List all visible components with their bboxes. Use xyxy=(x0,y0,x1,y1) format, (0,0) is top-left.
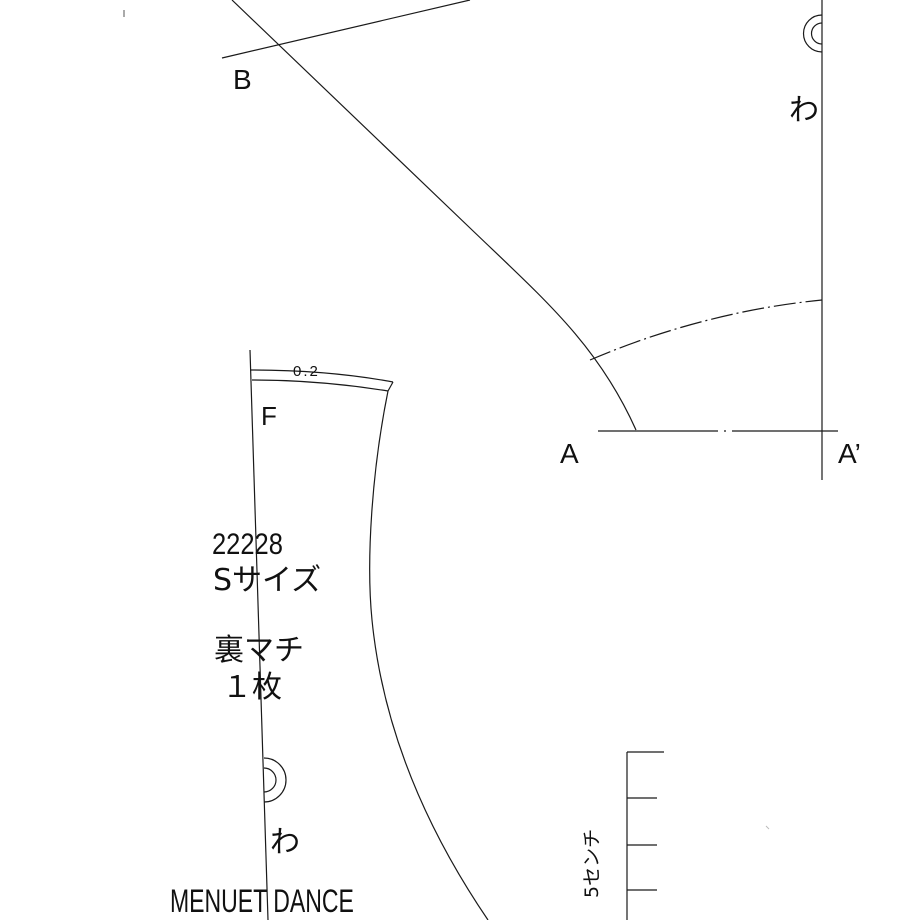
allowance-label: 0.2 xyxy=(293,363,320,380)
speck-mark-2 xyxy=(765,825,770,830)
scale-ruler xyxy=(626,751,664,920)
point-a-label: A xyxy=(560,438,579,469)
size-label: Sサイズ xyxy=(213,563,321,598)
fold-edge-left xyxy=(249,349,269,920)
gusset-curve-edge xyxy=(369,390,489,920)
fold-mark-bottom-label: わ xyxy=(270,825,300,860)
dashed-curve-line xyxy=(589,299,823,361)
fold-symbol-top-icon xyxy=(802,14,823,53)
brand-label: MENUET DANCE xyxy=(170,883,354,919)
line-b xyxy=(221,0,471,59)
piece-name: 裏マチ xyxy=(214,633,304,668)
diagonal-cut-line xyxy=(231,0,637,431)
fold-symbol-bottom-icon xyxy=(263,757,287,803)
pattern-number: 22228 xyxy=(212,527,283,560)
scale-label: 5センチ xyxy=(581,829,603,898)
top-edge-corner xyxy=(387,381,394,392)
top-edge-inner xyxy=(251,379,389,392)
point-a-prime-label: A’ xyxy=(838,438,861,469)
top-edge-outer xyxy=(249,369,394,383)
piece-count: １枚 xyxy=(222,670,282,705)
point-f-label: F xyxy=(261,401,277,431)
fold-mark-top-label: わ xyxy=(789,93,819,128)
point-b-label: B xyxy=(233,64,252,95)
